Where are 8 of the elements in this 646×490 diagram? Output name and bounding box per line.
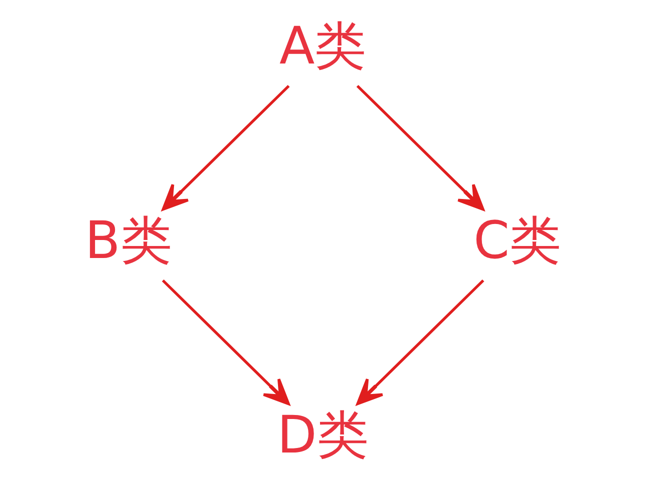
node-text: A类 xyxy=(278,16,366,76)
arrow xyxy=(161,279,290,406)
arrow xyxy=(161,84,290,211)
node-text: B类 xyxy=(84,210,172,271)
node-text: C类 xyxy=(473,210,562,271)
arrow xyxy=(356,84,484,211)
node-text: D类 xyxy=(276,405,368,466)
arrow xyxy=(356,279,484,406)
